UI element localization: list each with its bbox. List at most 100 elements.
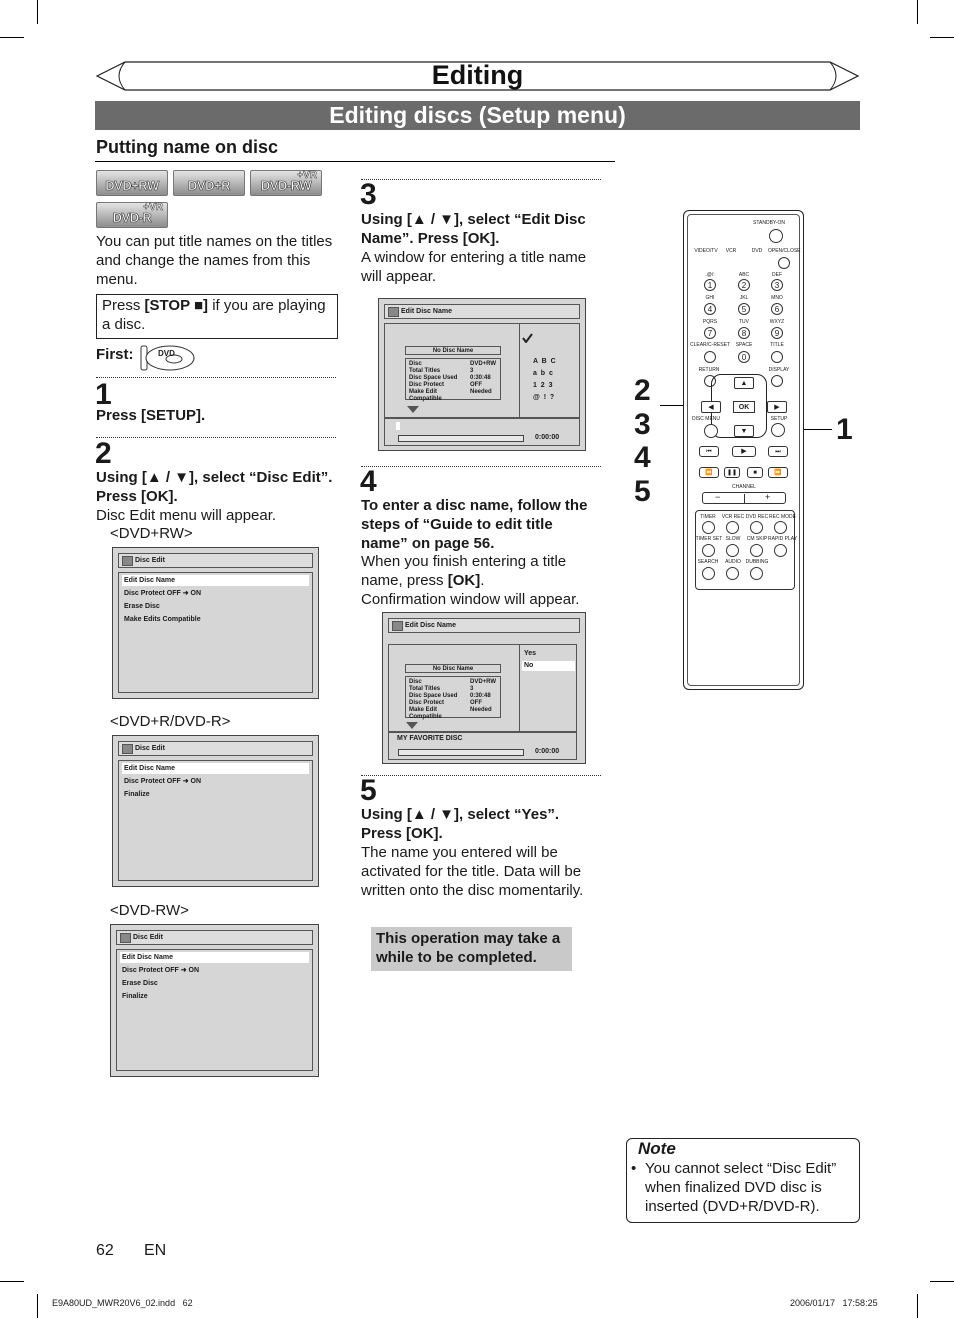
fast-forward-button[interactable]: ⏩ xyxy=(768,467,788,478)
page-title: Editing xyxy=(431,60,524,90)
time-readout: 0:00:00 xyxy=(535,748,560,755)
crop-mark xyxy=(0,37,24,38)
digit-7-button[interactable]: 7 xyxy=(704,327,716,339)
first-label: First: xyxy=(96,346,134,363)
menu-panel: Edit Disc Name Disc Protect OFF ➜ ON Era… xyxy=(118,572,313,693)
timer-button[interactable] xyxy=(702,521,715,534)
digit-6-button[interactable]: 6 xyxy=(771,303,783,315)
step-3-instruction: Using [▲ / ▼], select “Edit Disc Name”. … xyxy=(361,211,586,247)
search-button[interactable] xyxy=(702,567,715,580)
vcr-rec-label: VCR REC xyxy=(721,514,745,520)
callout-line xyxy=(660,405,692,406)
step-4-text: When you finish entering a title name, p… xyxy=(361,553,567,589)
title-button[interactable] xyxy=(771,351,783,363)
dubbing-button[interactable] xyxy=(750,567,763,580)
dvd-rec-button[interactable] xyxy=(750,521,763,534)
entered-name: MY FAVORITE DISC xyxy=(397,735,463,742)
digit-0-button[interactable]: 0 xyxy=(738,351,750,363)
menu-item-finalize: Finalize xyxy=(124,791,150,798)
input-panel: 0:00:00 xyxy=(384,418,580,446)
display-button[interactable] xyxy=(771,375,783,387)
ok-button[interactable]: OK xyxy=(733,401,755,413)
key-2-label: ABC xyxy=(738,272,750,278)
step-4-text-2: Confirmation window will appear. xyxy=(361,591,580,608)
power-button[interactable] xyxy=(769,229,783,243)
skip-forward-button[interactable]: ⏭ xyxy=(768,446,788,457)
divider xyxy=(519,324,520,419)
progress-bar xyxy=(398,435,524,442)
progress-bar xyxy=(398,749,524,756)
audio-button[interactable] xyxy=(726,567,739,580)
disc-edit-screen-rw: Disc Edit Edit Disc Name Disc Protect OF… xyxy=(112,547,319,699)
note-box: Note • You cannot select “Disc Edit” whe… xyxy=(626,1138,860,1223)
menu-item-make-edits-compatible: Make Edits Compatible xyxy=(124,616,201,623)
rec-mode-button[interactable] xyxy=(774,521,787,534)
rapid-play-button[interactable] xyxy=(774,544,787,557)
option-no: No xyxy=(522,661,575,671)
vcr-label: VCR xyxy=(725,248,737,254)
operation-note-box: This operation may take a while to be co… xyxy=(371,927,572,971)
print-date: 2006/01/17 17:58:25 xyxy=(790,1298,878,1308)
right-button[interactable]: ▶ xyxy=(767,401,787,413)
menu-item-disc-protect: Disc Protect OFF ➜ ON xyxy=(124,778,202,785)
digit-8-button[interactable]: 8 xyxy=(738,327,750,339)
slow-button[interactable] xyxy=(726,544,739,557)
vcr-rec-button[interactable] xyxy=(726,521,739,534)
skip-back-button[interactable]: ⏮ xyxy=(699,446,719,457)
callout-5: 5 xyxy=(634,475,651,508)
step-4-instruction: To enter a disc name, follow the steps o… xyxy=(361,497,588,552)
divider xyxy=(96,377,336,378)
setup-button[interactable] xyxy=(771,423,785,437)
dvd-plus-rw-badge: DVD+RW xyxy=(96,170,168,196)
cm-skip-button[interactable] xyxy=(750,544,763,557)
divider xyxy=(96,437,336,438)
up-button[interactable]: ▲ xyxy=(734,377,754,389)
screen-title: Disc Edit xyxy=(116,930,313,945)
step-5-text: The name you entered will be activated f… xyxy=(361,844,584,899)
menu-item-disc-protect: Disc Protect OFF ➜ ON xyxy=(124,590,202,597)
disc-menu-label: DISC MENU xyxy=(691,416,721,422)
disc-menu-button[interactable] xyxy=(704,424,718,438)
digit-5-button[interactable]: 5 xyxy=(738,303,750,315)
channel-rocker[interactable]: − + xyxy=(702,492,786,504)
digit-2-button[interactable]: 2 xyxy=(738,279,750,291)
callout-3: 3 xyxy=(634,408,651,441)
digit-3-button[interactable]: 3 xyxy=(771,279,783,291)
key-3-label: DEF xyxy=(772,272,782,278)
down-button[interactable]: ▼ xyxy=(734,425,754,437)
stop-button[interactable]: ■ xyxy=(747,467,763,478)
language-code: EN xyxy=(144,1242,167,1259)
play-button[interactable]: ▶ xyxy=(732,446,756,457)
file-name: E9A80UD_MWR20V6_02.indd 62 xyxy=(52,1298,193,1308)
menu-panel: Edit Disc Name Disc Protect OFF ➜ ON Fin… xyxy=(118,760,313,881)
digit-1-button[interactable]: 1 xyxy=(704,279,716,291)
callout-line xyxy=(784,429,832,430)
menu-panel: Edit Disc Name Disc Protect OFF ➜ ON Era… xyxy=(116,949,313,1071)
remote-control: STANDBY-ON VIDEO/TV VCR DVD OPEN/CLOSE .… xyxy=(683,210,804,690)
digit-4-button[interactable]: 4 xyxy=(704,303,716,315)
open-close-button[interactable] xyxy=(778,257,790,269)
dvd-plus-rw-label: <DVD+RW> xyxy=(110,525,193,542)
search-label: SEARCH xyxy=(697,559,719,565)
key-8-label: TUV xyxy=(739,319,749,325)
pause-button[interactable]: ❚❚ xyxy=(724,467,740,478)
text-cursor xyxy=(396,422,400,430)
timer-set-label: TIMER SET xyxy=(695,536,723,542)
title-label: TITLE xyxy=(770,342,784,348)
down-arrow-icon xyxy=(407,406,419,413)
left-button[interactable]: ◀ xyxy=(701,401,721,413)
disc-edit-screen-minus-rw: Disc Edit Edit Disc Name Disc Protect OF… xyxy=(110,924,319,1077)
dubbing-label: DUBBING xyxy=(745,559,769,565)
rewind-button[interactable]: ⏪ xyxy=(699,467,719,478)
divider xyxy=(519,645,520,733)
clear-button[interactable] xyxy=(704,351,716,363)
digit-9-button[interactable]: 9 xyxy=(771,327,783,339)
crop-mark xyxy=(930,37,954,38)
timer-set-button[interactable] xyxy=(702,544,715,557)
